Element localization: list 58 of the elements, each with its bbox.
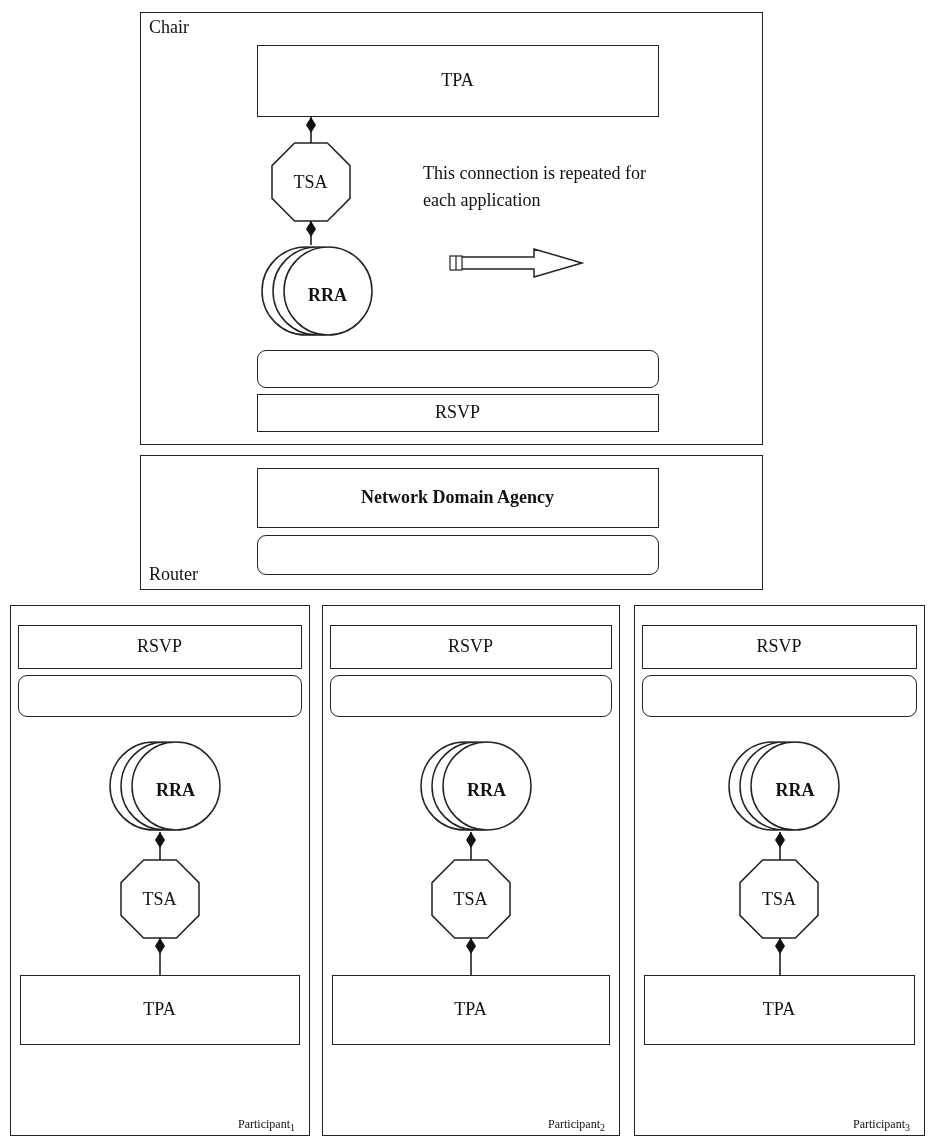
layer-box [17, 674, 302, 717]
device-panel [634, 605, 925, 1136]
node-label: TPA [143, 999, 176, 1019]
layer-box [331, 974, 610, 1045]
node-label: RSVP [756, 636, 802, 656]
octagon-node [271, 142, 350, 221]
stacked-circles [109, 739, 220, 832]
node-label: RRA [467, 779, 506, 799]
octagon-node [120, 859, 199, 938]
device-panel [140, 455, 763, 590]
node-label: TPA [762, 999, 796, 1019]
octagon-node [431, 859, 510, 938]
connector [466, 831, 476, 861]
stacked-circles [420, 739, 531, 832]
node-label: RSVP [435, 402, 480, 422]
note-text: This connection is repeated for each application [423, 163, 646, 210]
connector [466, 937, 476, 976]
node-label: TSA [142, 888, 177, 908]
node-label: Network Domain Agency [361, 487, 554, 507]
device-panel [10, 605, 310, 1136]
device-panel [322, 605, 620, 1136]
layer-box [329, 624, 612, 669]
node-label: TSA [453, 888, 488, 908]
connector [775, 937, 785, 976]
node-label: TSA [762, 888, 796, 908]
layer-box [256, 467, 659, 528]
node-label: TPA [441, 70, 474, 90]
panel-label: Participant$_{3}$ [853, 1116, 910, 1131]
layer-box [256, 349, 659, 388]
node-label: RRA [775, 779, 815, 799]
connector [306, 116, 316, 144]
layer-box [643, 974, 915, 1045]
layer-box [641, 674, 917, 717]
layer-box [256, 44, 659, 117]
panel-label: Participant$_{2}$ [548, 1116, 605, 1131]
stacked-circles [729, 739, 839, 832]
node-label: RSVP [448, 636, 493, 656]
layer-box [19, 974, 300, 1045]
stacked-circles [261, 244, 372, 337]
layer-box [256, 393, 659, 432]
device-panel [140, 12, 763, 445]
octagon-node [740, 859, 818, 938]
node-label: TSA [293, 171, 328, 191]
connector [155, 937, 165, 976]
node-label: RRA [156, 779, 195, 799]
layer-box [17, 624, 302, 669]
node-label: RSVP [137, 636, 182, 656]
layer-box [641, 624, 917, 669]
panel-label: Participant$_{1}$ [238, 1116, 295, 1131]
connector [775, 831, 785, 861]
panel-label: Chair [149, 17, 189, 37]
connector [155, 831, 165, 861]
layer-box [256, 534, 659, 575]
panel-label: Router [149, 564, 198, 584]
layer-box [329, 674, 612, 717]
connector [306, 220, 316, 246]
node-label: TPA [454, 999, 487, 1019]
node-label: RRA [308, 284, 347, 304]
